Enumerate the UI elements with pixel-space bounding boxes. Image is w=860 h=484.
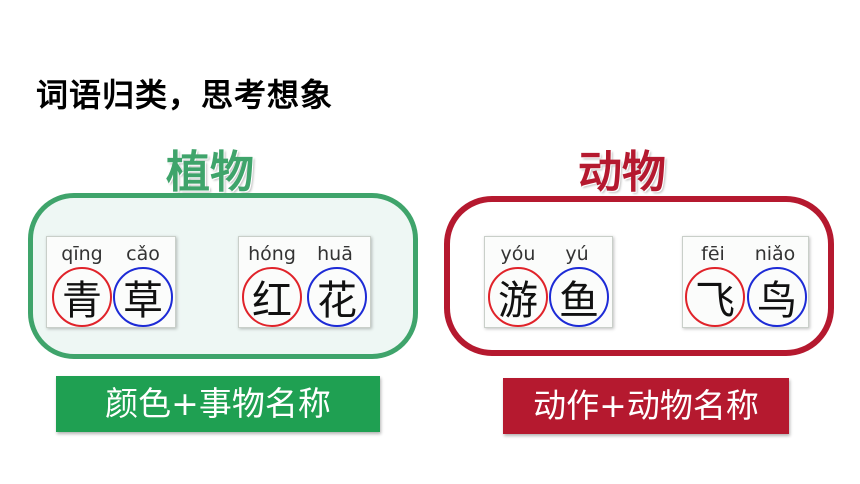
hanzi-circle-noun: 花 xyxy=(307,267,367,327)
hanzi-circle-noun: 鱼 xyxy=(549,267,609,327)
hanzi-circle-action: 游 xyxy=(488,267,548,327)
hanzi-circle-color: 青 xyxy=(52,267,112,327)
hanzi-circle-noun: 草 xyxy=(113,267,173,327)
word-card-youyu: yóu yú 游 鱼 xyxy=(484,236,613,328)
plant-rule-banner: 颜色+事物名称 xyxy=(56,376,380,432)
plant-group-label: 植物 xyxy=(166,147,254,198)
word-card-feiniao: fēi niǎo 飞 鸟 xyxy=(682,236,809,328)
pinyin: fēi xyxy=(701,243,725,265)
pinyin: yóu xyxy=(500,243,536,265)
animal-rule-banner: 动作+动物名称 xyxy=(503,378,789,434)
pinyin: niǎo xyxy=(754,243,796,265)
word-card-qingcao: qīng cǎo 青 草 xyxy=(46,236,176,328)
word-card-honghua: hóng huā 红 花 xyxy=(238,236,371,328)
hanzi-circle-action: 飞 xyxy=(685,267,745,327)
hanzi-circle-color: 红 xyxy=(242,267,302,327)
pinyin: hóng xyxy=(248,243,296,265)
pinyin: yú xyxy=(565,243,589,265)
animal-group-label: 动物 xyxy=(578,147,666,198)
pinyin: cǎo xyxy=(126,243,160,265)
pinyin: huā xyxy=(317,243,353,265)
pinyin: qīng xyxy=(61,243,103,265)
hanzi-circle-noun: 鸟 xyxy=(747,267,807,327)
page-title: 词语归类，思考想象 xyxy=(36,76,334,114)
